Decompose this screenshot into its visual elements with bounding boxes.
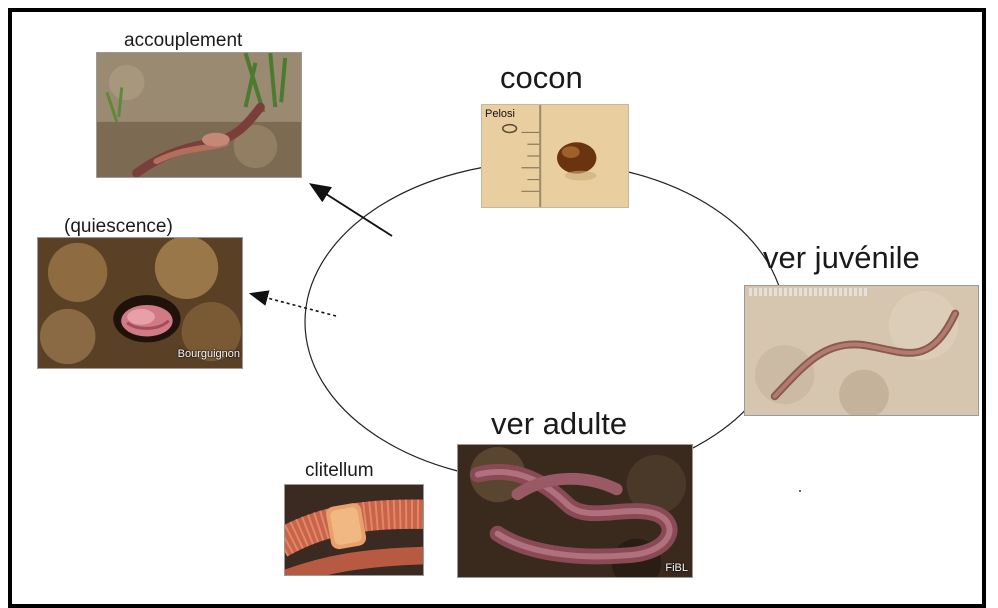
clitellum-photo [284, 484, 424, 576]
adulte-label: ver adulte [491, 406, 627, 442]
clitellum-label: clitellum [305, 460, 374, 482]
juvenile-photo-watermark [749, 288, 869, 296]
quiescence-photo: Bourguignon [37, 237, 243, 369]
adulte-photo: FiBL [457, 444, 693, 578]
cocon-label: cocon [500, 60, 583, 96]
adulte-photo-credit: FiBL [665, 562, 688, 574]
stray-dot [799, 490, 801, 492]
quiescence-label: (quiescence) [64, 216, 173, 238]
juvenile-photo [744, 285, 979, 416]
accouplement-arrow [312, 185, 392, 236]
cocon-photo: Pelosi [481, 104, 629, 208]
accouplement-photo [96, 52, 302, 178]
juvenile-label: ver juvénile [763, 240, 920, 276]
quiescence-photo-credit: Bourguignon [178, 348, 240, 360]
quiescence-arrow [252, 294, 336, 316]
cocon-photo-credit: Pelosi [485, 108, 515, 120]
accouplement-label: accouplement [124, 30, 242, 52]
